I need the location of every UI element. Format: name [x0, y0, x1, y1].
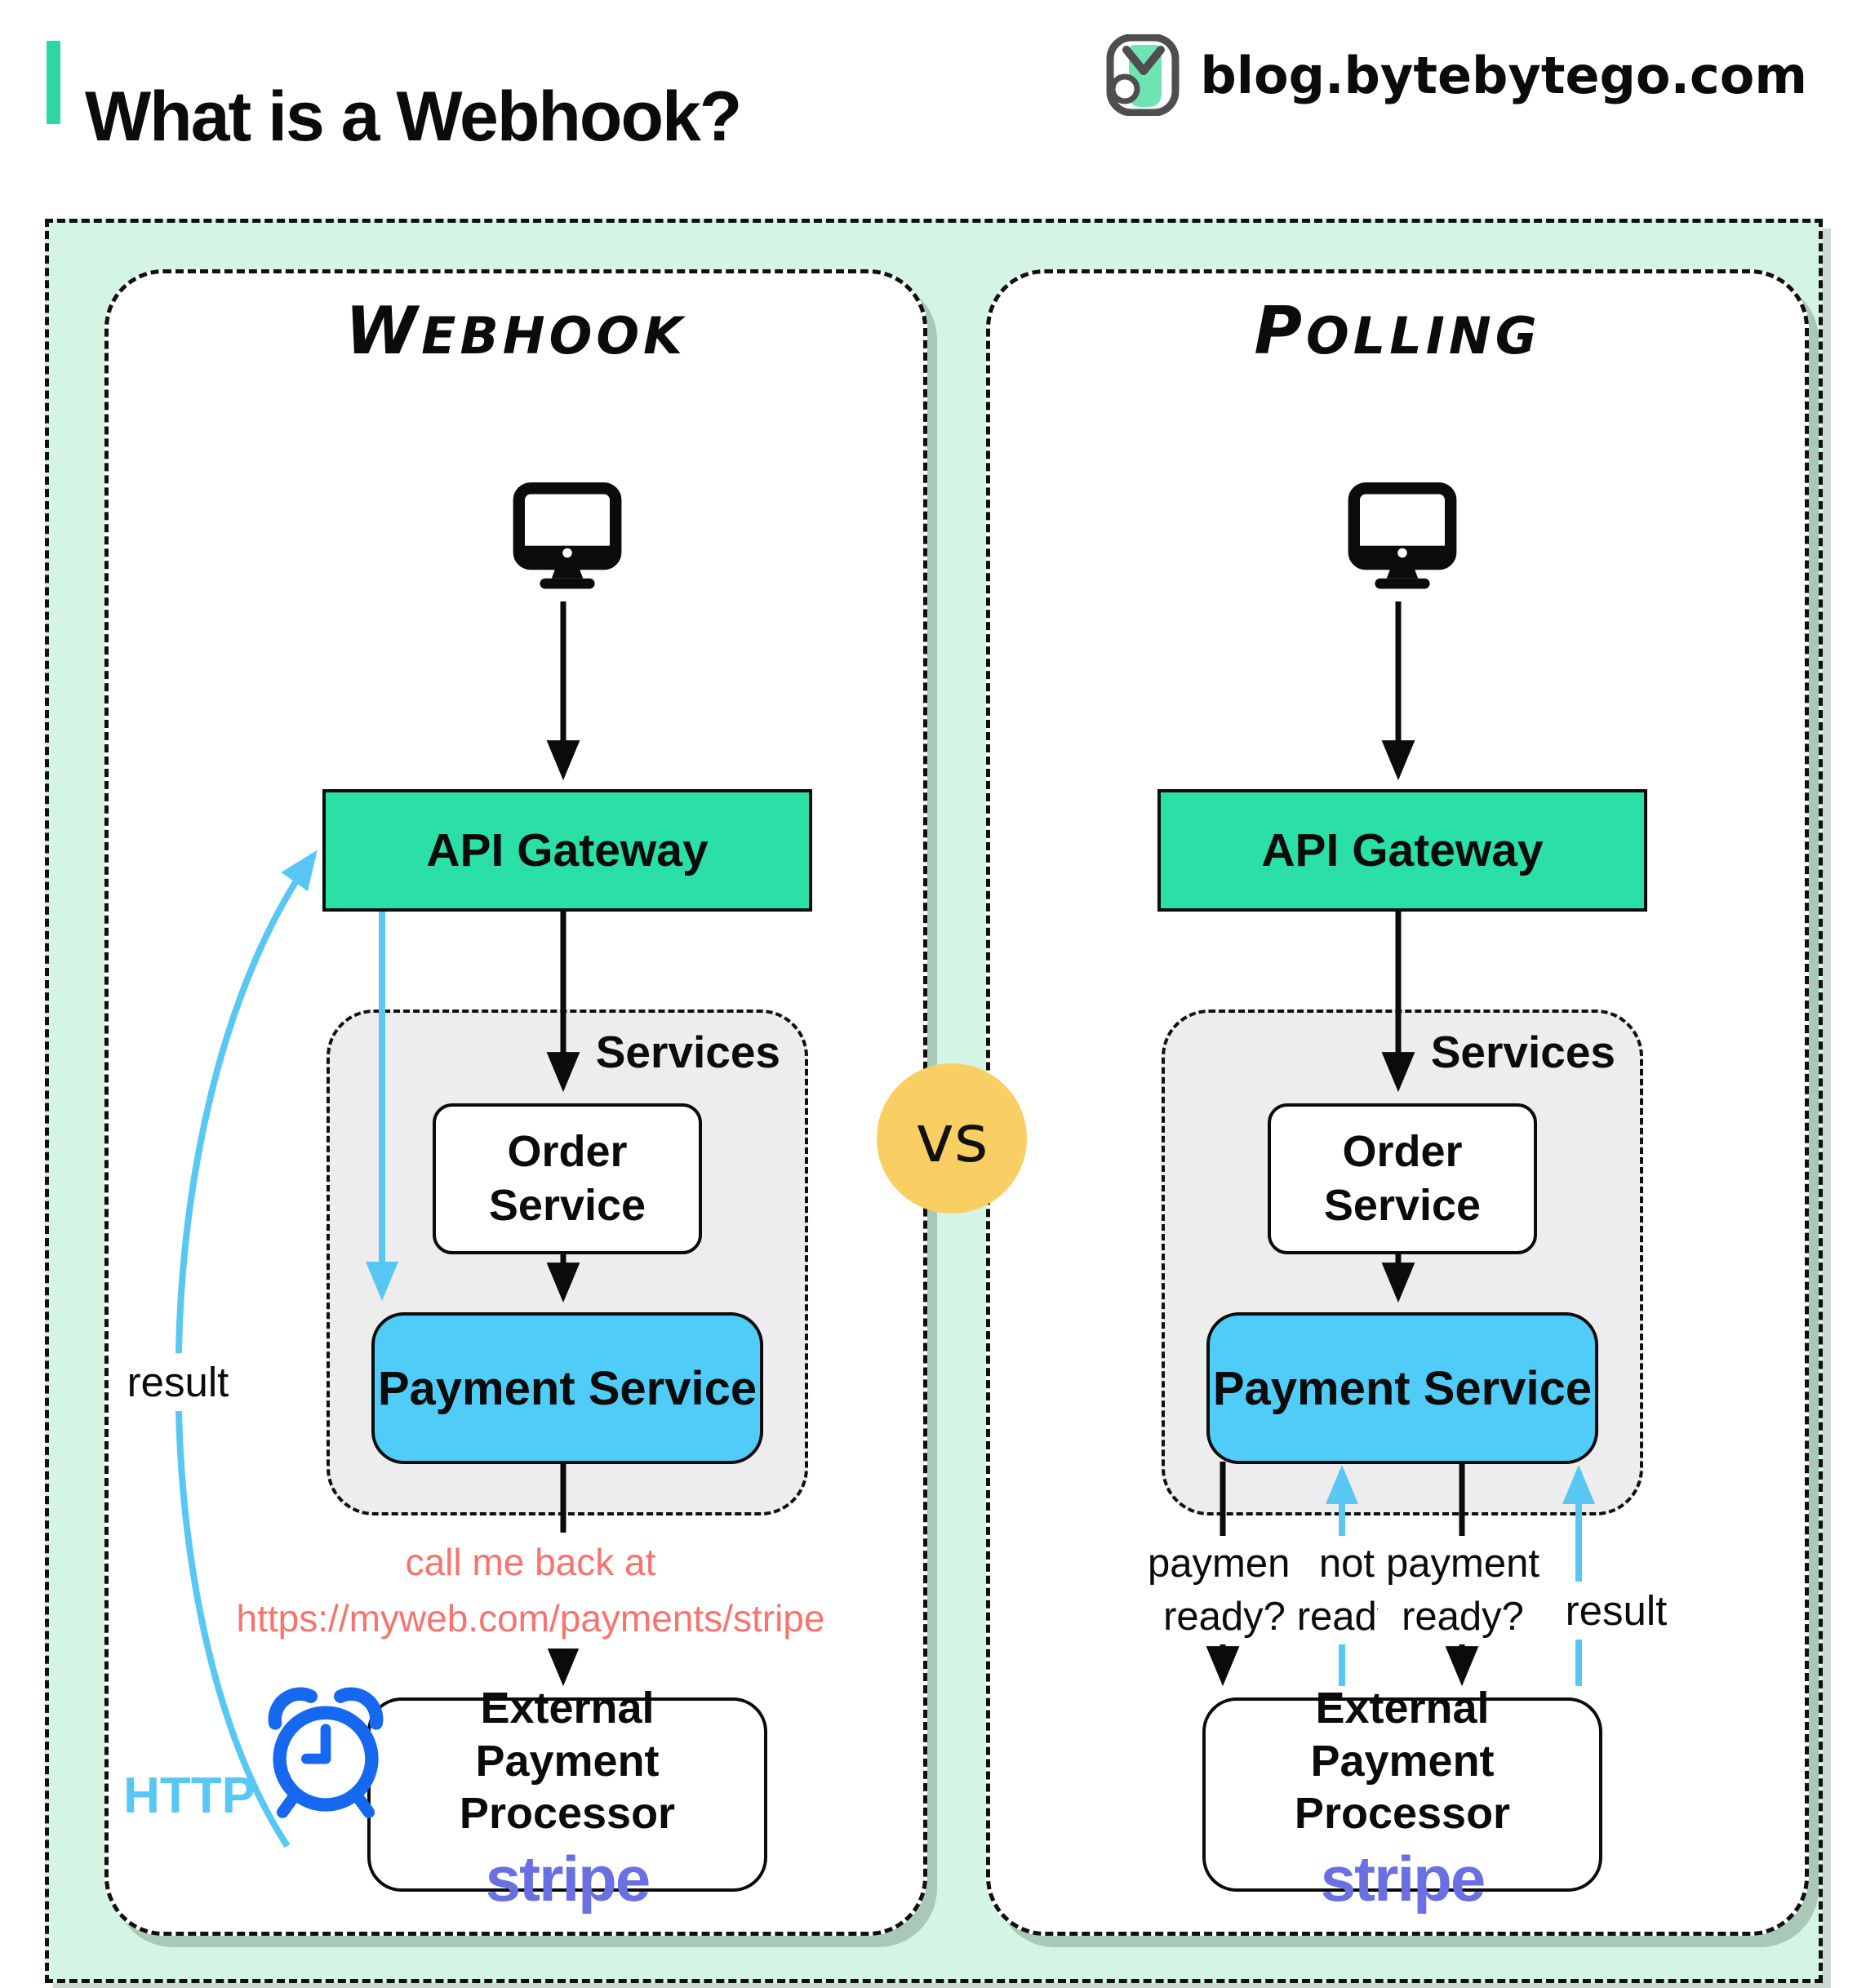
- page-title: What is a Webhook?: [85, 77, 742, 156]
- order-service-box: Order Service: [433, 1103, 702, 1254]
- stripe-logo-text: stripe: [485, 1843, 651, 1915]
- computer-icon: [513, 482, 622, 589]
- order-service-label-line1: Order: [1342, 1126, 1463, 1176]
- http-label: HTTP: [123, 1768, 255, 1824]
- api-gateway-label: API Gateway: [1261, 824, 1544, 876]
- external-processor-label-line2: Payment Processor: [459, 1736, 676, 1839]
- result-label-polling: result: [1557, 1582, 1676, 1640]
- polling-panel: Polling API Gateway Services Order Servi…: [986, 269, 1809, 1936]
- not-ready-label-line1: not: [1318, 1542, 1375, 1586]
- payment-service-box: Payment Service: [371, 1312, 763, 1464]
- order-service-label-line2: Service: [488, 1180, 646, 1230]
- order-service-box: Order Service: [1268, 1103, 1537, 1254]
- polling-panel-title: Polling: [1254, 293, 1541, 369]
- callback-note-line2: https://myweb.com/payments/stripe: [236, 1597, 825, 1640]
- vs-badge: vs: [877, 1063, 1027, 1214]
- site-attribution: blog.bytebytego.com: [1102, 34, 1807, 116]
- external-payment-processor-box: External Payment Processor stripe: [1202, 1684, 1602, 1910]
- payment-ready-label-1: payment ready?: [1140, 1536, 1309, 1645]
- webhook-panel: Webhook API Gateway Services Order Servi…: [104, 269, 927, 1936]
- services-label: Services: [1430, 1027, 1615, 1077]
- callback-note-line1: call me back at: [405, 1541, 656, 1583]
- stripe-logo-text: stripe: [1320, 1843, 1486, 1915]
- order-service-label-line2: Service: [1323, 1180, 1482, 1230]
- site-url-text: blog.bytebytego.com: [1200, 45, 1807, 105]
- alarm-clock-icon: [268, 1687, 384, 1818]
- order-service-label-line1: Order: [507, 1126, 628, 1176]
- external-processor-label-line1: External: [480, 1683, 655, 1733]
- result-label-webhook: result: [118, 1353, 238, 1412]
- payment-ready-label-1-line1: payment: [1148, 1542, 1301, 1586]
- computer-icon: [1348, 482, 1457, 589]
- external-processor-label-line1: External: [1315, 1683, 1490, 1733]
- payment-ready-label-2-line1: payment: [1386, 1542, 1539, 1586]
- payment-ready-label-2: payment ready?: [1378, 1536, 1548, 1645]
- callback-note: call me back at https://myweb.com/paymen…: [228, 1533, 833, 1649]
- services-label: Services: [595, 1027, 780, 1077]
- api-gateway-box: API Gateway: [1157, 789, 1647, 912]
- external-processor-label-line2: Payment Processor: [1294, 1736, 1511, 1839]
- payment-ready-label-1-line2: ready?: [1163, 1594, 1286, 1639]
- api-gateway-label: API Gateway: [426, 824, 709, 876]
- api-gateway-box: API Gateway: [322, 789, 812, 912]
- external-payment-processor-box: External Payment Processor stripe: [367, 1684, 767, 1910]
- payment-ready-label-2-line2: ready?: [1402, 1594, 1524, 1639]
- payment-service-label: Payment Service: [377, 1361, 758, 1415]
- payment-service-label: Payment Service: [1212, 1361, 1593, 1415]
- bytebytego-logo-icon: [1106, 34, 1180, 116]
- title-accent-bar: [47, 41, 60, 124]
- payment-service-box: Payment Service: [1206, 1312, 1598, 1464]
- webhook-panel-title: Webhook: [344, 293, 687, 369]
